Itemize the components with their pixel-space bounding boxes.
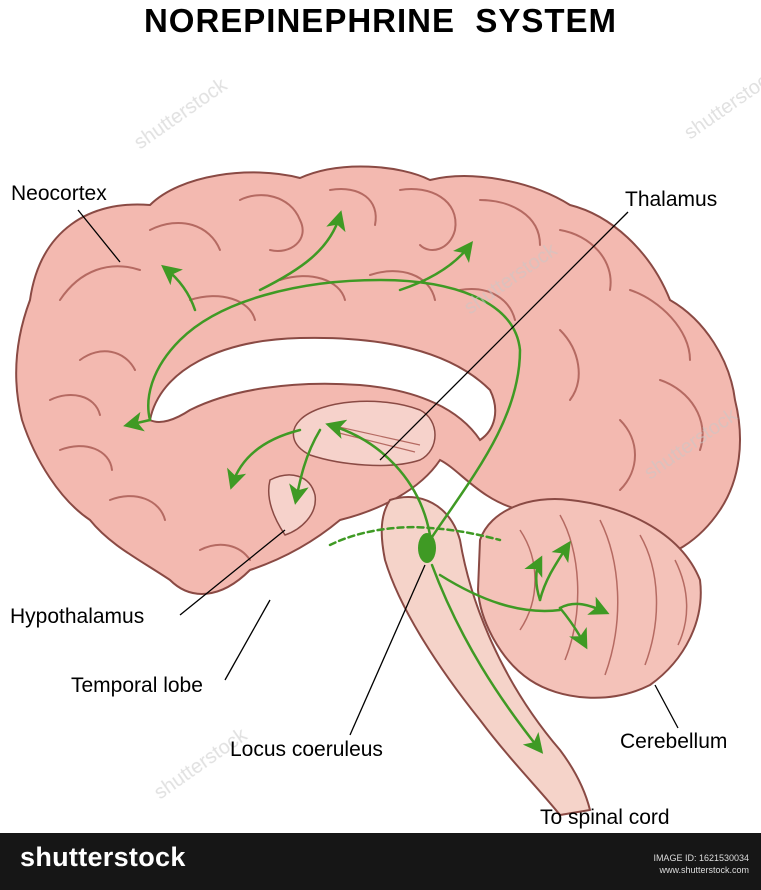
footer-bar: shutterstock IMAGE ID: 1621530034 www.sh…: [0, 833, 761, 890]
footer-site[interactable]: www.shutterstock.com: [659, 865, 749, 875]
pathway-thalamus: [325, 419, 432, 537]
leader-temporal: [224, 599, 271, 681]
label-hypothalamus: Hypothalamus: [10, 605, 145, 628]
label-thalamus: Thalamus: [625, 188, 718, 211]
thalamus-region: [292, 400, 436, 467]
label-cerebellum: Cerebellum: [620, 730, 728, 753]
corpus-callosum: [148, 336, 497, 442]
pathway-cb-b: [524, 555, 543, 602]
label-locus-coeruleus: Locus coeruleus: [230, 738, 383, 761]
leader-locus: [349, 564, 426, 736]
leader-thalamus: [379, 211, 629, 461]
watermark-text: shutterstock: [150, 724, 252, 804]
pathway-frontal: [123, 411, 152, 432]
watermark-text: shutterstock: [680, 64, 761, 144]
pathway-cortex-loop: [147, 278, 522, 542]
watermark-text: shutterstock: [130, 74, 232, 154]
label-spinal-cord: To spinal cord: [540, 806, 670, 829]
footer-image-id: IMAGE ID: 1621530034: [653, 853, 749, 863]
leader-lines: [77, 209, 679, 736]
locus-coeruleus-nucleus: [418, 533, 436, 563]
pathway-cb-d: [558, 606, 588, 650]
diagram-title: NOREPINEPHRINE SYSTEM: [143, 2, 618, 39]
pathway-cb-c: [558, 596, 610, 615]
pathway-sup-3: [161, 264, 197, 312]
footer-image-info: IMAGE ID: 1621530034 www.shutterstock.co…: [653, 852, 749, 876]
pathway-sup-1: [258, 210, 346, 292]
leader-hypothalamus: [179, 529, 286, 616]
brain-illustration: shutterstock shutterstock shutterstock s…: [15, 64, 761, 817]
pathway-sup-2: [398, 241, 474, 292]
label-temporal-lobe: Temporal lobe: [71, 674, 203, 697]
footer-brand-logo[interactable]: shutterstock: [20, 842, 186, 872]
pathway-cb-a: [538, 540, 571, 602]
pathway-mid-2: [289, 428, 322, 505]
leader-cerebellum: [654, 684, 679, 729]
leader-neocortex: [77, 209, 121, 263]
pathway-cerebellum-1: [438, 573, 562, 613]
norepinephrine-pathways: [123, 210, 610, 754]
pathway-mid-1: [227, 428, 302, 490]
pathway-spinal: [430, 563, 544, 754]
label-neocortex: Neocortex: [11, 182, 107, 205]
gyri-folds: [49, 188, 704, 561]
pathway-dashed: [328, 525, 502, 547]
